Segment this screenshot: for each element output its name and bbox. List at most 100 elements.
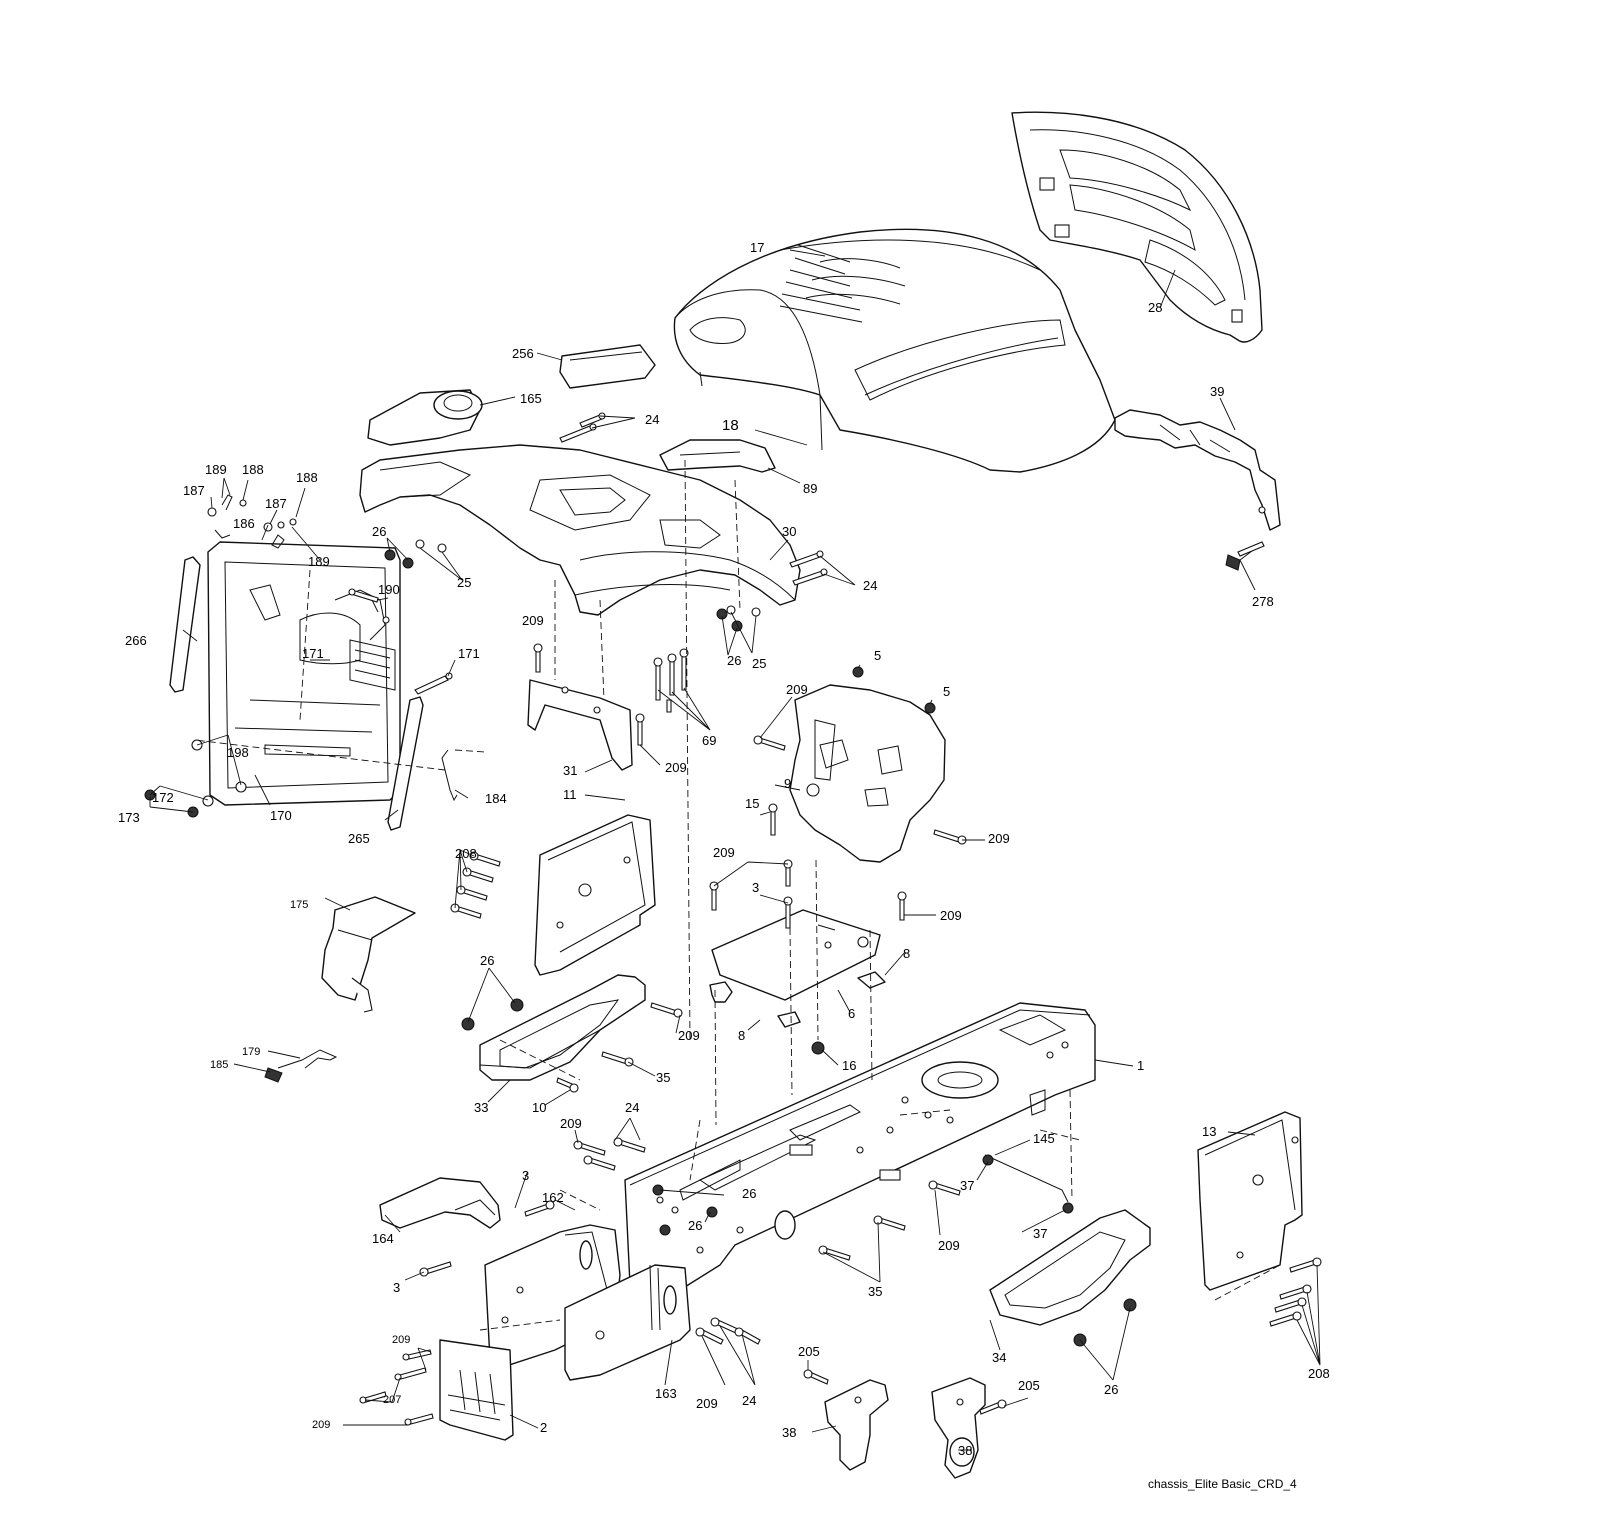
- callout-5-a: 5: [874, 648, 881, 663]
- callout-26-a: 26: [372, 524, 386, 539]
- callout-26-d: 26: [742, 1186, 756, 1201]
- callout-9: 9: [784, 776, 791, 791]
- clip-8b-part: [777, 1011, 801, 1028]
- callout-38-a: 38: [782, 1425, 796, 1440]
- cover-164-part: [379, 1177, 501, 1229]
- callout-31: 31: [563, 763, 577, 778]
- footrest-34-part: [989, 1209, 1151, 1326]
- callout-26-e: 26: [688, 1218, 702, 1233]
- shield-175-part: [321, 896, 416, 1013]
- callout-190: 190: [378, 582, 400, 597]
- callout-175: 175: [290, 899, 308, 911]
- callout-198: 198: [227, 745, 249, 760]
- alignment-lines: [194, 459, 1281, 1331]
- callout-209-e: 209: [713, 845, 735, 860]
- callout-25-b: 25: [752, 656, 766, 671]
- callout-209-k: 209: [696, 1396, 718, 1411]
- callout-18: 18: [722, 417, 739, 434]
- callout-171-a: 171: [302, 646, 324, 661]
- bolt-171-part: [414, 672, 453, 695]
- rear-panel-163-part: [564, 1264, 691, 1381]
- callout-209-a: 209: [522, 613, 544, 628]
- callout-209-b: 209: [786, 682, 808, 697]
- callout-209-j: 209: [392, 1334, 410, 1346]
- callout-189-a: 189: [205, 462, 227, 477]
- callout-186: 186: [233, 516, 255, 531]
- callout-256: 256: [512, 346, 534, 361]
- panel-13-part: [1197, 1111, 1303, 1291]
- callout-278: 278: [1252, 594, 1274, 609]
- callout-8-b: 8: [738, 1028, 745, 1043]
- callout-17: 17: [750, 240, 764, 255]
- callout-163: 163: [655, 1386, 677, 1401]
- callout-24-c: 24: [625, 1100, 639, 1115]
- callout-34: 34: [992, 1350, 1006, 1365]
- callout-69: 69: [702, 733, 716, 748]
- callout-208-a: 208: [455, 846, 477, 861]
- callout-39: 39: [1210, 384, 1224, 399]
- callout-172: 172: [152, 790, 174, 805]
- callout-37-b: 37: [1033, 1226, 1047, 1241]
- callout-30: 30: [782, 524, 796, 539]
- dash-bracket-9-part: [789, 684, 946, 863]
- cover-256-part: [559, 344, 656, 389]
- callout-28: 28: [1148, 300, 1162, 315]
- bracket-38a-part: [824, 1379, 889, 1471]
- callout-209-l: 209: [312, 1419, 330, 1431]
- callout-8-a: 8: [903, 946, 910, 961]
- callout-1: 1: [1137, 1058, 1144, 1073]
- callout-205-b: 205: [1018, 1378, 1040, 1393]
- callout-25-a: 25: [457, 575, 471, 590]
- callout-11: 11: [563, 787, 577, 802]
- callout-15: 15: [745, 796, 759, 811]
- hood-bracket-part: [1114, 409, 1281, 531]
- callout-3-a: 3: [752, 880, 759, 895]
- callout-173: 173: [118, 810, 140, 825]
- callout-162: 162: [542, 1190, 564, 1205]
- callout-187-a: 187: [183, 483, 205, 498]
- lever-179-part: [264, 1049, 338, 1083]
- callout-170: 170: [270, 808, 292, 823]
- callout-16: 16: [842, 1058, 856, 1073]
- callout-179: 179: [242, 1046, 260, 1058]
- callout-164: 164: [372, 1231, 394, 1246]
- callout-26-b: 26: [727, 653, 741, 668]
- callout-188-a: 188: [242, 462, 264, 477]
- callout-37-a: 37: [960, 1178, 974, 1193]
- callout-209-i: 209: [938, 1238, 960, 1253]
- bracket-2-part: [439, 1339, 514, 1441]
- callout-6: 6: [848, 1006, 855, 1021]
- rod-145-part: [984, 1154, 1069, 1203]
- pad-89-part: [659, 439, 776, 473]
- callout-209-h: 209: [560, 1116, 582, 1131]
- hood-part: [673, 228, 1116, 473]
- cup-holder-part: [367, 389, 483, 446]
- callout-209-d: 209: [988, 831, 1010, 846]
- callout-2: 2: [540, 1420, 547, 1435]
- hardware-group: [144, 412, 1322, 1426]
- strip-266-part: [169, 556, 201, 693]
- plate-6-part: [711, 909, 881, 1001]
- callout-184: 184: [485, 791, 507, 806]
- callout-207: 207: [383, 1394, 401, 1406]
- callout-208-b: 208: [1308, 1366, 1330, 1381]
- callout-265: 265: [348, 831, 370, 846]
- callout-189-b: 189: [308, 554, 330, 569]
- grille-part: [1011, 111, 1263, 343]
- callout-24-right: 24: [863, 578, 877, 593]
- callout-24-d: 24: [742, 1393, 756, 1408]
- callout-35-a: 35: [656, 1070, 670, 1085]
- callout-89: 89: [803, 481, 817, 496]
- callout-3-c: 3: [393, 1280, 400, 1295]
- panel-11-part: [534, 814, 656, 976]
- clip-8c-part: [857, 971, 886, 989]
- callout-24-top: 24: [645, 412, 659, 427]
- callout-185: 185: [210, 1059, 228, 1071]
- callout-38-b: 38: [958, 1443, 972, 1458]
- bracket-38b-part: [931, 1377, 986, 1479]
- panel-170-part: [207, 541, 401, 806]
- strip-265-part: [387, 696, 424, 831]
- rod-184-part: [441, 749, 486, 802]
- callout-13: 13: [1202, 1124, 1216, 1139]
